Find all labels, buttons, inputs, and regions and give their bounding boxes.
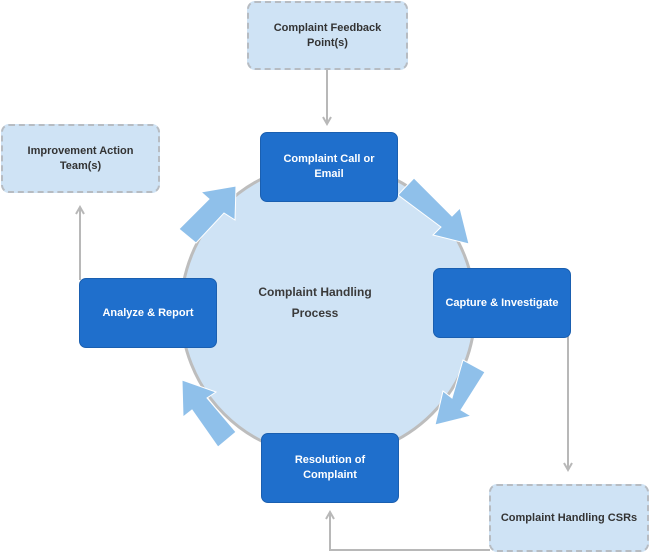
connector-csrs-to-resolution — [330, 512, 490, 551]
cycle-arrow-resolution-to-analyze — [181, 379, 237, 448]
center-label-line1: Complaint Handling — [258, 285, 372, 299]
step-capture-and-investigate: Capture & Investigate — [433, 268, 571, 338]
cycle-arrow-capture-to-resolution — [434, 359, 486, 426]
external-complaint-feedback-points: Complaint Feedback Point(s) — [247, 1, 408, 70]
external-improvement-action-teams: Improvement Action Team(s) — [1, 124, 160, 193]
center-label-line2: Process — [291, 306, 339, 320]
step-complaint-call-or-email: Complaint Call or Email — [260, 132, 398, 202]
cycle-arrow-analyze-to-call — [178, 185, 237, 244]
center-label: Complaint Handling Process — [240, 282, 390, 324]
step-analyze-and-report: Analyze & Report — [79, 278, 217, 348]
cycle-arrow-call-to-capture — [397, 177, 470, 245]
step-resolution-of-complaint: Resolution of Complaint — [261, 433, 399, 503]
external-complaint-handling-csrs: Complaint Handling CSRs — [489, 484, 649, 552]
